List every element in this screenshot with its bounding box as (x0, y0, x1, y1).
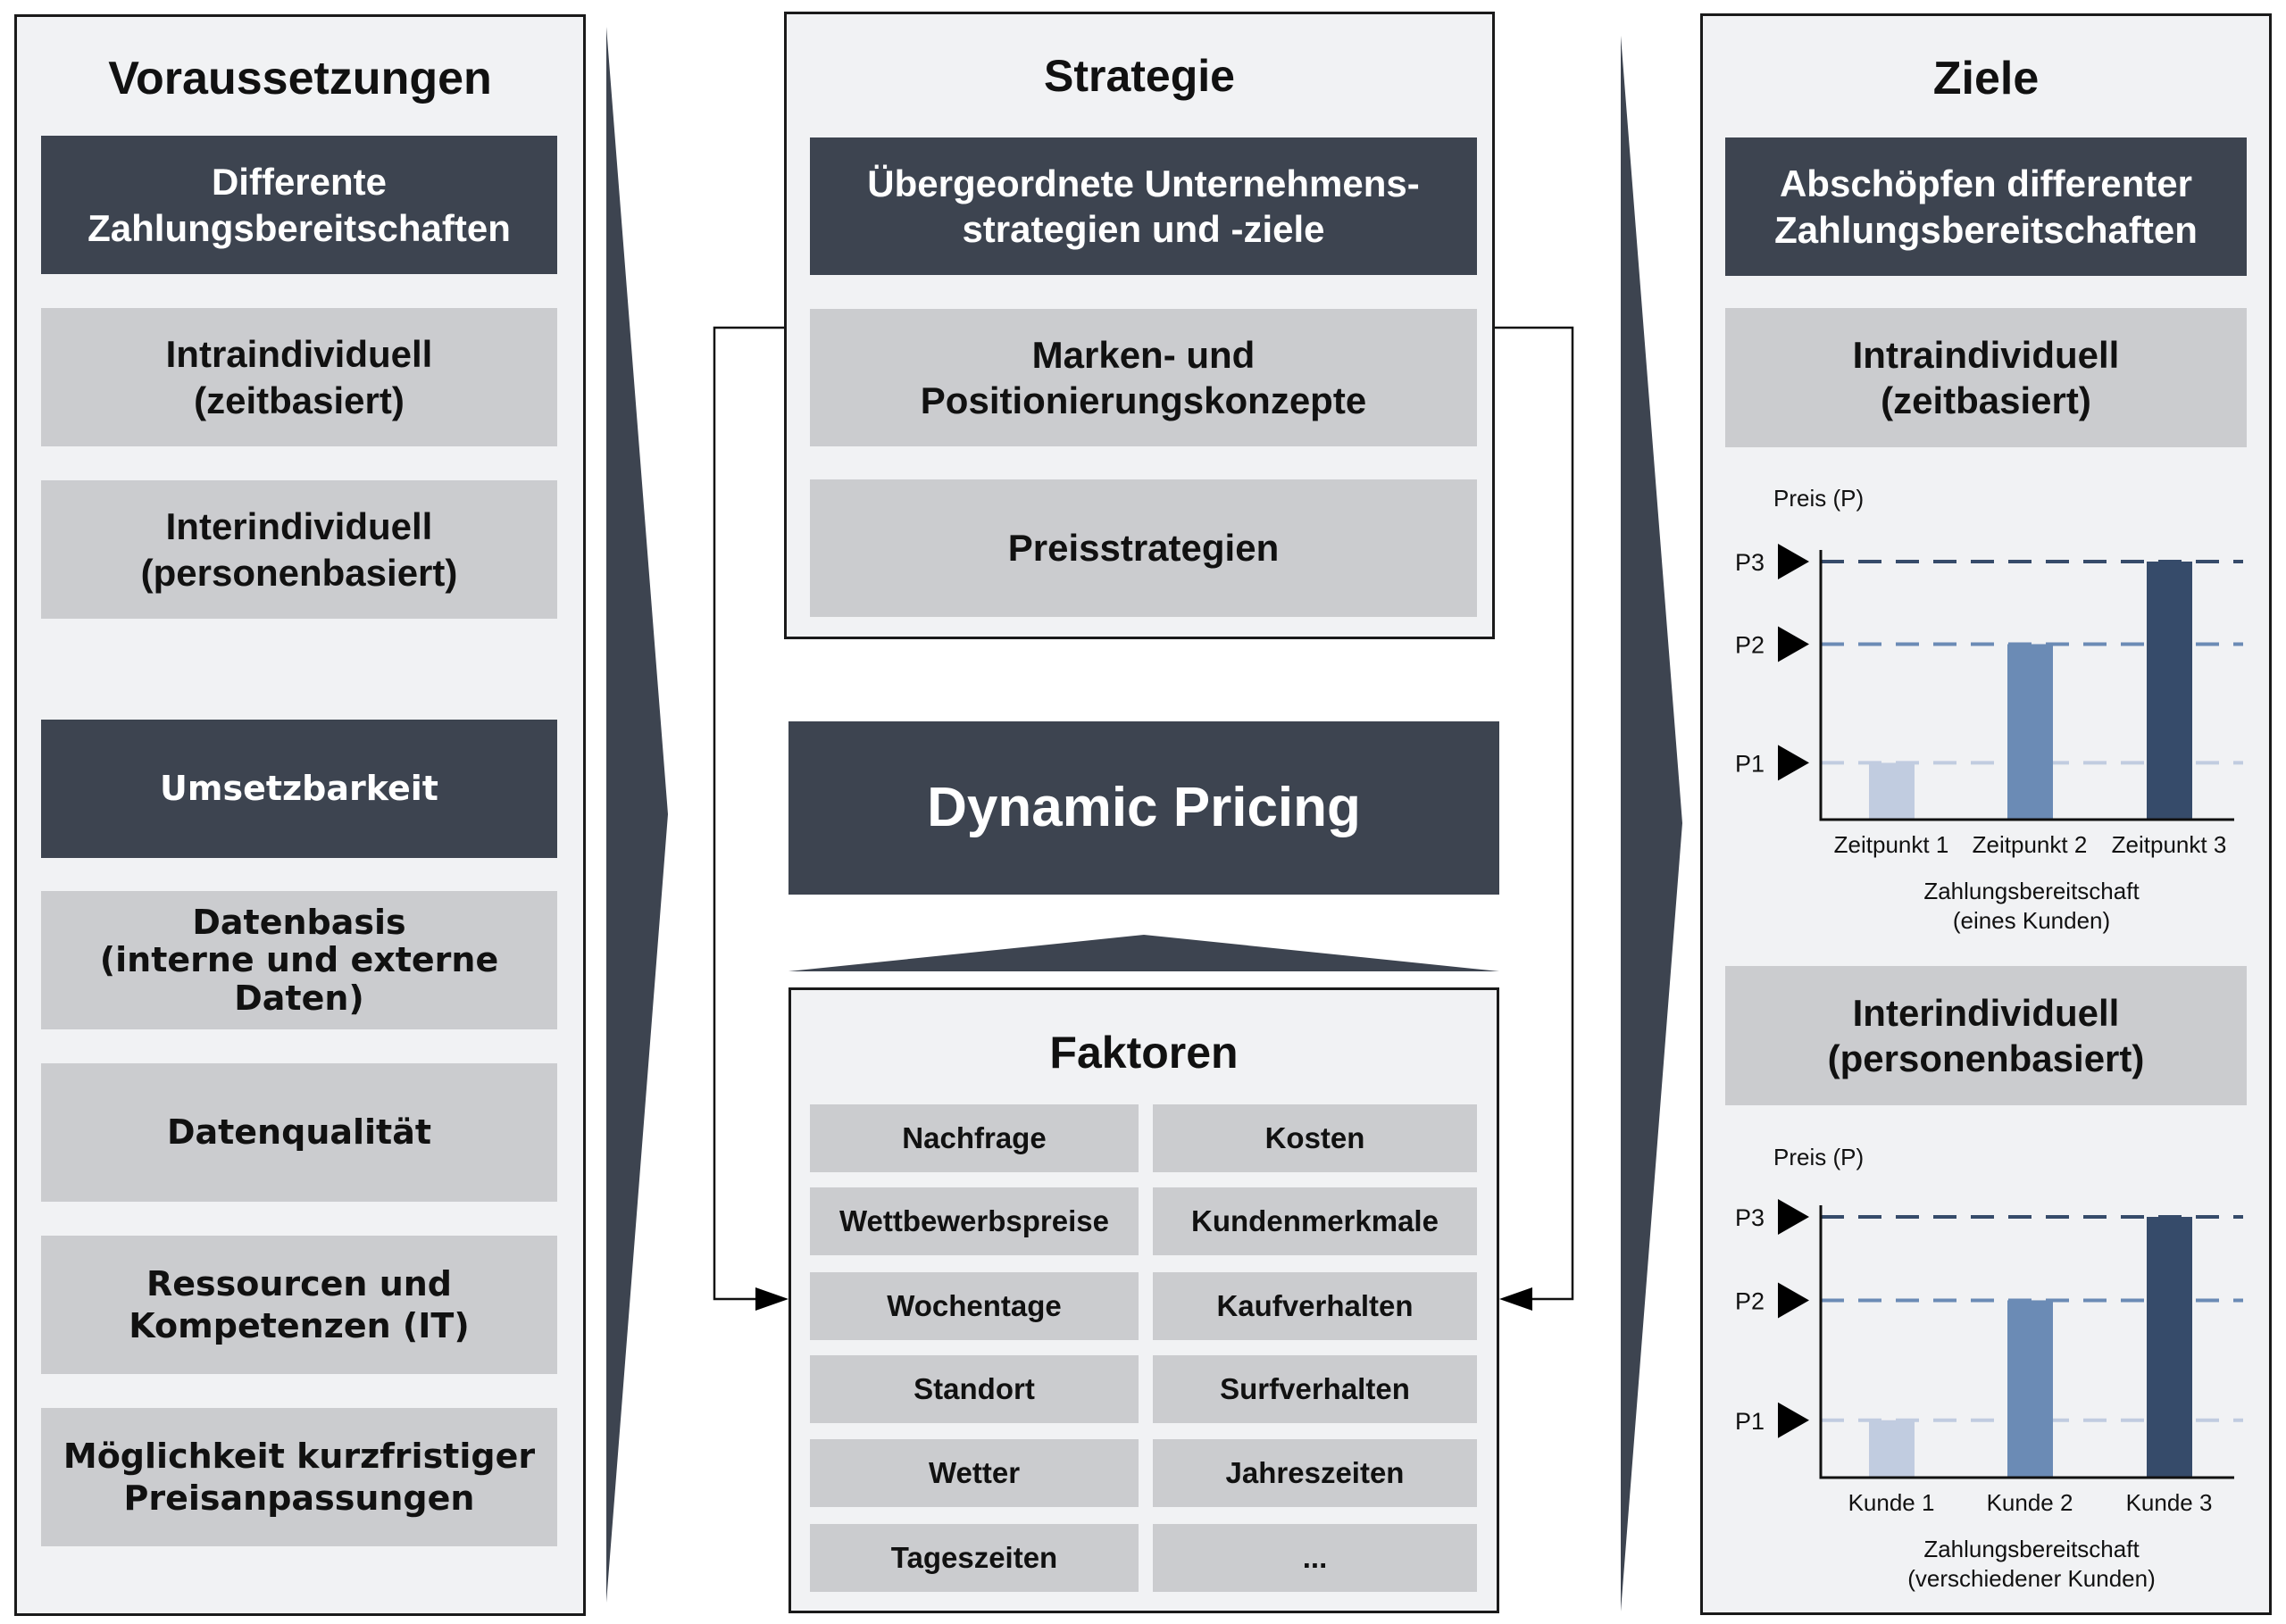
dynamic-pricing-core: Dynamic Pricing (788, 721, 1499, 895)
feasibility-header: Umsetzbarkeit (41, 720, 557, 858)
goal-interindividual: Interindividuell (personenbasiert) (1725, 966, 2247, 1105)
differing-wtp-header: Differente Zahlungsbereitschaften (41, 136, 557, 274)
prereq-data-quality: Datenqualität (41, 1063, 557, 1202)
prereq-data-basis: Datenbasis (interne und externe Daten) (41, 891, 557, 1029)
factor-cell: Kosten (1153, 1104, 1477, 1172)
factor-cell: Wettbewerbspreise (810, 1187, 1139, 1255)
factor-cell: Surfverhalten (1153, 1355, 1477, 1423)
factors-roof-icon (788, 935, 1499, 971)
connector-line-left (713, 326, 784, 1301)
prereq-resources: Ressourcen und Kompetenzen (IT) (41, 1236, 557, 1374)
prereq-interindividual: Interindividuell (personenbasiert) (41, 480, 557, 619)
strategy-brand-positioning: Marken- und Positionierungskonzepte (810, 309, 1477, 446)
prerequisites-title: Voraussetzungen (108, 53, 492, 104)
factor-cell: Wochentage (810, 1272, 1139, 1340)
factor-cell: Kundenmerkmale (1153, 1187, 1477, 1255)
flow-arrow-left-icon (606, 27, 668, 1603)
factor-cell: ... (1153, 1524, 1477, 1592)
factor-cell: Kaufverhalten (1153, 1272, 1477, 1340)
goal-intraindividual: Intraindividuell (zeitbasiert) (1725, 308, 2247, 447)
factor-cell: Wetter (810, 1439, 1139, 1507)
strategy-pricing: Preisstrategien (810, 479, 1477, 617)
strategy-title: Strategie (1044, 51, 1235, 101)
prereq-price-adjustments: Möglichkeit kurzfristiger Preisanpassung… (41, 1408, 557, 1546)
factor-cell: Jahreszeiten (1153, 1439, 1477, 1507)
connector-arrowhead-left-icon (755, 1287, 788, 1311)
factor-cell: Standort (810, 1355, 1139, 1423)
goals-title: Ziele (1932, 53, 2040, 104)
prereq-intraindividual: Intraindividuell (zeitbasiert) (41, 308, 557, 446)
connector-arrowhead-right-icon (1499, 1287, 1532, 1311)
corporate-strategy-header: Übergeordnete Unternehmens- strategien u… (810, 137, 1477, 275)
skim-wtp-header: Abschöpfen differenter Zahlungsbereitsch… (1725, 137, 2247, 276)
connector-line-right (1495, 326, 1574, 1301)
factor-cell: Tageszeiten (810, 1524, 1139, 1592)
flow-arrow-right-icon (1621, 36, 1682, 1612)
factors-title: Faktoren (1049, 1028, 1239, 1078)
factor-cell: Nachfrage (810, 1104, 1139, 1172)
